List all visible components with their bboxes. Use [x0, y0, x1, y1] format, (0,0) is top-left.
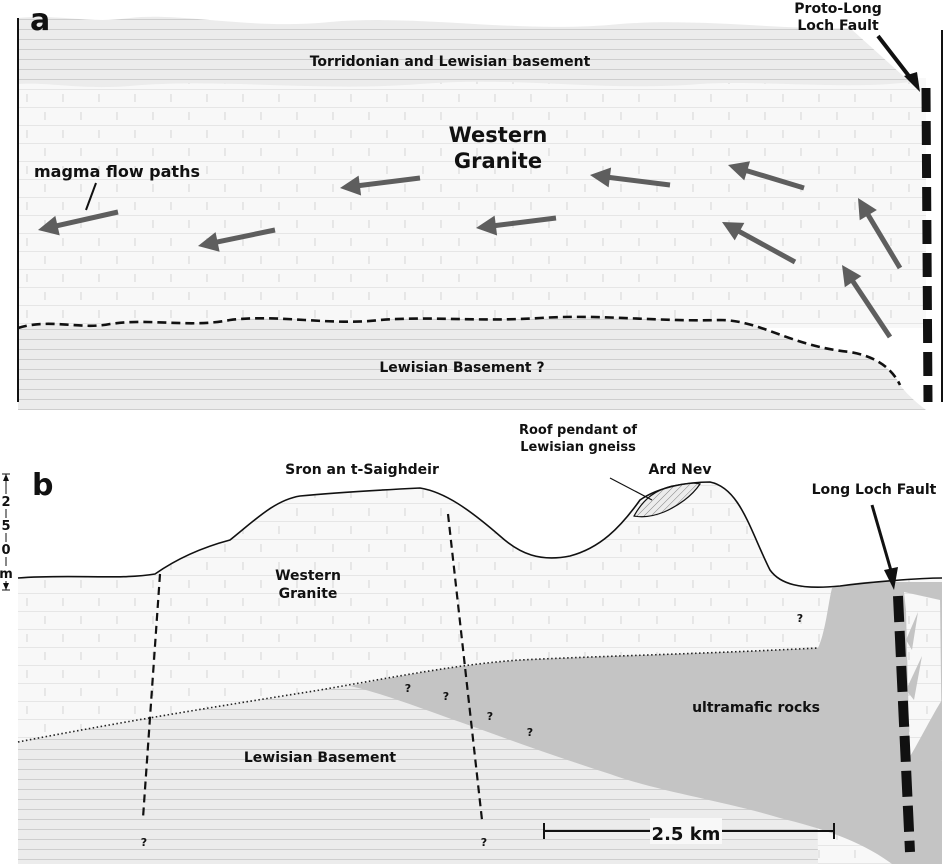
- vertical-scale-char: 5: [1, 519, 10, 534]
- question-mark: ?: [797, 612, 803, 625]
- panel-b: 2 5 0 m b Sron an t-Saighdeir Ard Nev Roof …: [0, 423, 943, 864]
- magma-flow-arrow-shaft: [607, 174, 671, 188]
- vertical-scale-char-bg: [0, 542, 13, 557]
- panel-a-fault-label-line2: Loch Fault: [797, 18, 879, 34]
- panel-a-bottom-basement-layer: [18, 316, 926, 410]
- vertical-scale-top-arrow: [3, 474, 9, 481]
- question-mark: ?: [141, 836, 147, 849]
- scale-bar-label: 2.5 km: [652, 824, 721, 845]
- magma-flow-arrow-head: [722, 222, 745, 241]
- magma-flow-arrow-head: [842, 265, 862, 288]
- magma-flow-arrow-head: [590, 167, 612, 188]
- top-unit-label: Torridonian and Lewisian basement: [310, 54, 591, 70]
- panel-a-magma-flow-arrows: [38, 161, 903, 339]
- magma-flow-arrow-head: [38, 215, 60, 236]
- magma-flow-arrow-shaft: [55, 209, 119, 229]
- panel-a-letter: a: [30, 3, 50, 38]
- question-mark: ?: [487, 710, 493, 723]
- peak-2-label: Ard Nev: [649, 462, 712, 478]
- panel-b-granite-label-line2: Granite: [279, 586, 338, 602]
- vertical-scale-char: m: [0, 567, 13, 582]
- vertical-scale-bottom-arrow: [3, 583, 9, 590]
- panel-a-granite-body: [18, 78, 926, 328]
- panel-a-granite-label-line1: Western: [449, 123, 548, 147]
- panel-a-basement-contact-line: [17, 315, 902, 386]
- pendant-label-line1: Roof pendant of: [519, 423, 637, 438]
- panel-b-ultramafic-tongues: [906, 612, 942, 848]
- question-mark: ?: [527, 726, 533, 739]
- magma-flow-arrow-head: [858, 198, 877, 221]
- magma-flow-arrow-shaft: [849, 278, 893, 339]
- panel-b-letter: b: [32, 468, 53, 503]
- topographic-profile: [17, 481, 943, 589]
- vertical-scale-char-bg: [0, 518, 13, 533]
- vertical-scale-char: 2: [1, 495, 10, 510]
- fault-pointer-head: [884, 567, 898, 590]
- vertical-scale-char-bg: [0, 494, 13, 509]
- question-mark: ?: [481, 836, 487, 849]
- question-mark: ?: [443, 690, 449, 703]
- long-loch-fault-line: [893, 595, 915, 853]
- panel-a: a Proto-Long Loch Fault Torridonian and …: [17, 1, 943, 410]
- basement-label: Lewisian Basement: [244, 750, 397, 766]
- fault-pointer: [870, 504, 894, 575]
- magma-flow-arrow-shaft: [865, 212, 903, 270]
- vertical-scale-chars: 2 5 0 m: [0, 494, 13, 582]
- scale-bar-label-bg: [650, 818, 722, 844]
- fault-label: Long Loch Fault: [812, 482, 937, 498]
- panel-a-top-basement-layer: [18, 16, 910, 88]
- pendant-label-line2: Lewisian gneiss: [520, 440, 636, 455]
- panel-a-bottom-unit-label: Lewisian Basement ?: [379, 360, 544, 376]
- panel-a-fault-pointer-head: [904, 72, 920, 92]
- panel-a-proto-fault-line: [921, 87, 933, 403]
- magma-flow-arrow-head: [476, 215, 498, 236]
- flow-label-leader: [85, 182, 97, 211]
- magma-flow-arrow-shaft: [736, 228, 797, 265]
- panel-b-ultramafic-body: [350, 581, 942, 864]
- panel-b-basement-contact-line: [17, 647, 819, 743]
- vertical-scale-char-bg: [0, 566, 13, 581]
- ultramafic-label: ultramafic rocks: [692, 700, 820, 716]
- vertical-scale-char: 0: [1, 543, 10, 558]
- question-mark: ?: [405, 682, 411, 695]
- magma-flow-arrow-shaft: [744, 167, 805, 191]
- magma-flow-arrow-head: [728, 161, 751, 181]
- panel-a-granite-label-line2: Granite: [454, 149, 542, 173]
- granite-margin-left: [141, 573, 162, 819]
- panel-a-fault-label-line1: Proto-Long: [794, 1, 881, 17]
- panel-a-fault-pointer: [876, 34, 914, 82]
- flow-label: magma flow paths: [34, 162, 200, 181]
- magma-flow-arrow-head: [340, 175, 362, 196]
- magma-flow-arrow-head: [198, 232, 220, 252]
- panel-b-granite-label-line1: Western: [275, 568, 341, 584]
- peak-1-label: Sron an t-Saighdeir: [285, 462, 439, 478]
- magma-flow-arrow-shaft: [357, 175, 421, 189]
- panel-a-question-mark: ?: [925, 392, 931, 405]
- magma-flow-arrow-shaft: [493, 215, 557, 229]
- magma-flow-arrow-shaft: [215, 227, 276, 245]
